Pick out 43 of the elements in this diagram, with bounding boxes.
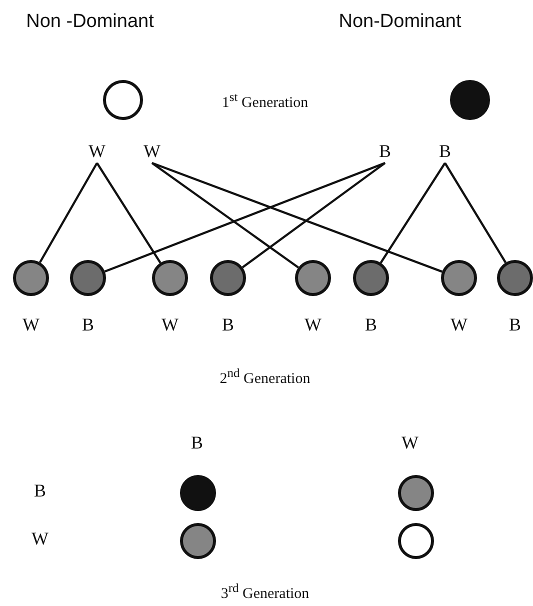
offspring-circle [180,475,216,511]
header-text: Non-Dominant [338,11,462,33]
allele-letter: B [509,314,521,336]
offspring-circle [497,260,533,296]
generation-caption: 3$^{rd}$ Generation [220,581,310,603]
offspring-circle [398,475,434,511]
allele-letter: W [86,139,108,163]
allele-letter: B [82,314,94,336]
allele-letter: W [32,528,48,550]
allele-letter: B [222,314,234,336]
offspring-circle [152,260,188,296]
parent-circle [450,80,490,120]
allele-letter: B [191,432,203,454]
offspring-circle [70,260,106,296]
allele-letter: W [450,314,468,336]
allele-letter: B [365,314,377,336]
offspring-circle [13,260,49,296]
connector-line [444,162,507,264]
connector-line [151,162,299,268]
offspring-circle [441,260,477,296]
allele-letter: B [374,139,396,163]
allele-letter: W [22,314,40,336]
offspring-circle [398,523,434,559]
connector-line [380,162,446,264]
parent-circle [103,80,143,120]
generation-caption: 1$^{st}$ Generation [222,90,308,112]
offspring-circle [353,260,389,296]
connector-line [39,162,98,263]
generation-caption: 2$^{nd}$ Generation [220,366,310,388]
allele-letter: B [434,139,456,163]
header-text: Non -Dominant [26,11,154,33]
allele-letter: B [34,480,46,502]
connector-line [96,162,162,264]
connector-line [152,162,443,273]
offspring-circle [295,260,331,296]
allele-letter: W [304,314,322,336]
allele-letter: W [402,432,418,454]
connector-line [104,162,386,273]
connector-line [242,162,386,268]
allele-letter: W [162,314,178,336]
offspring-circle [180,523,216,559]
offspring-circle [210,260,246,296]
allele-letter: W [141,139,163,163]
